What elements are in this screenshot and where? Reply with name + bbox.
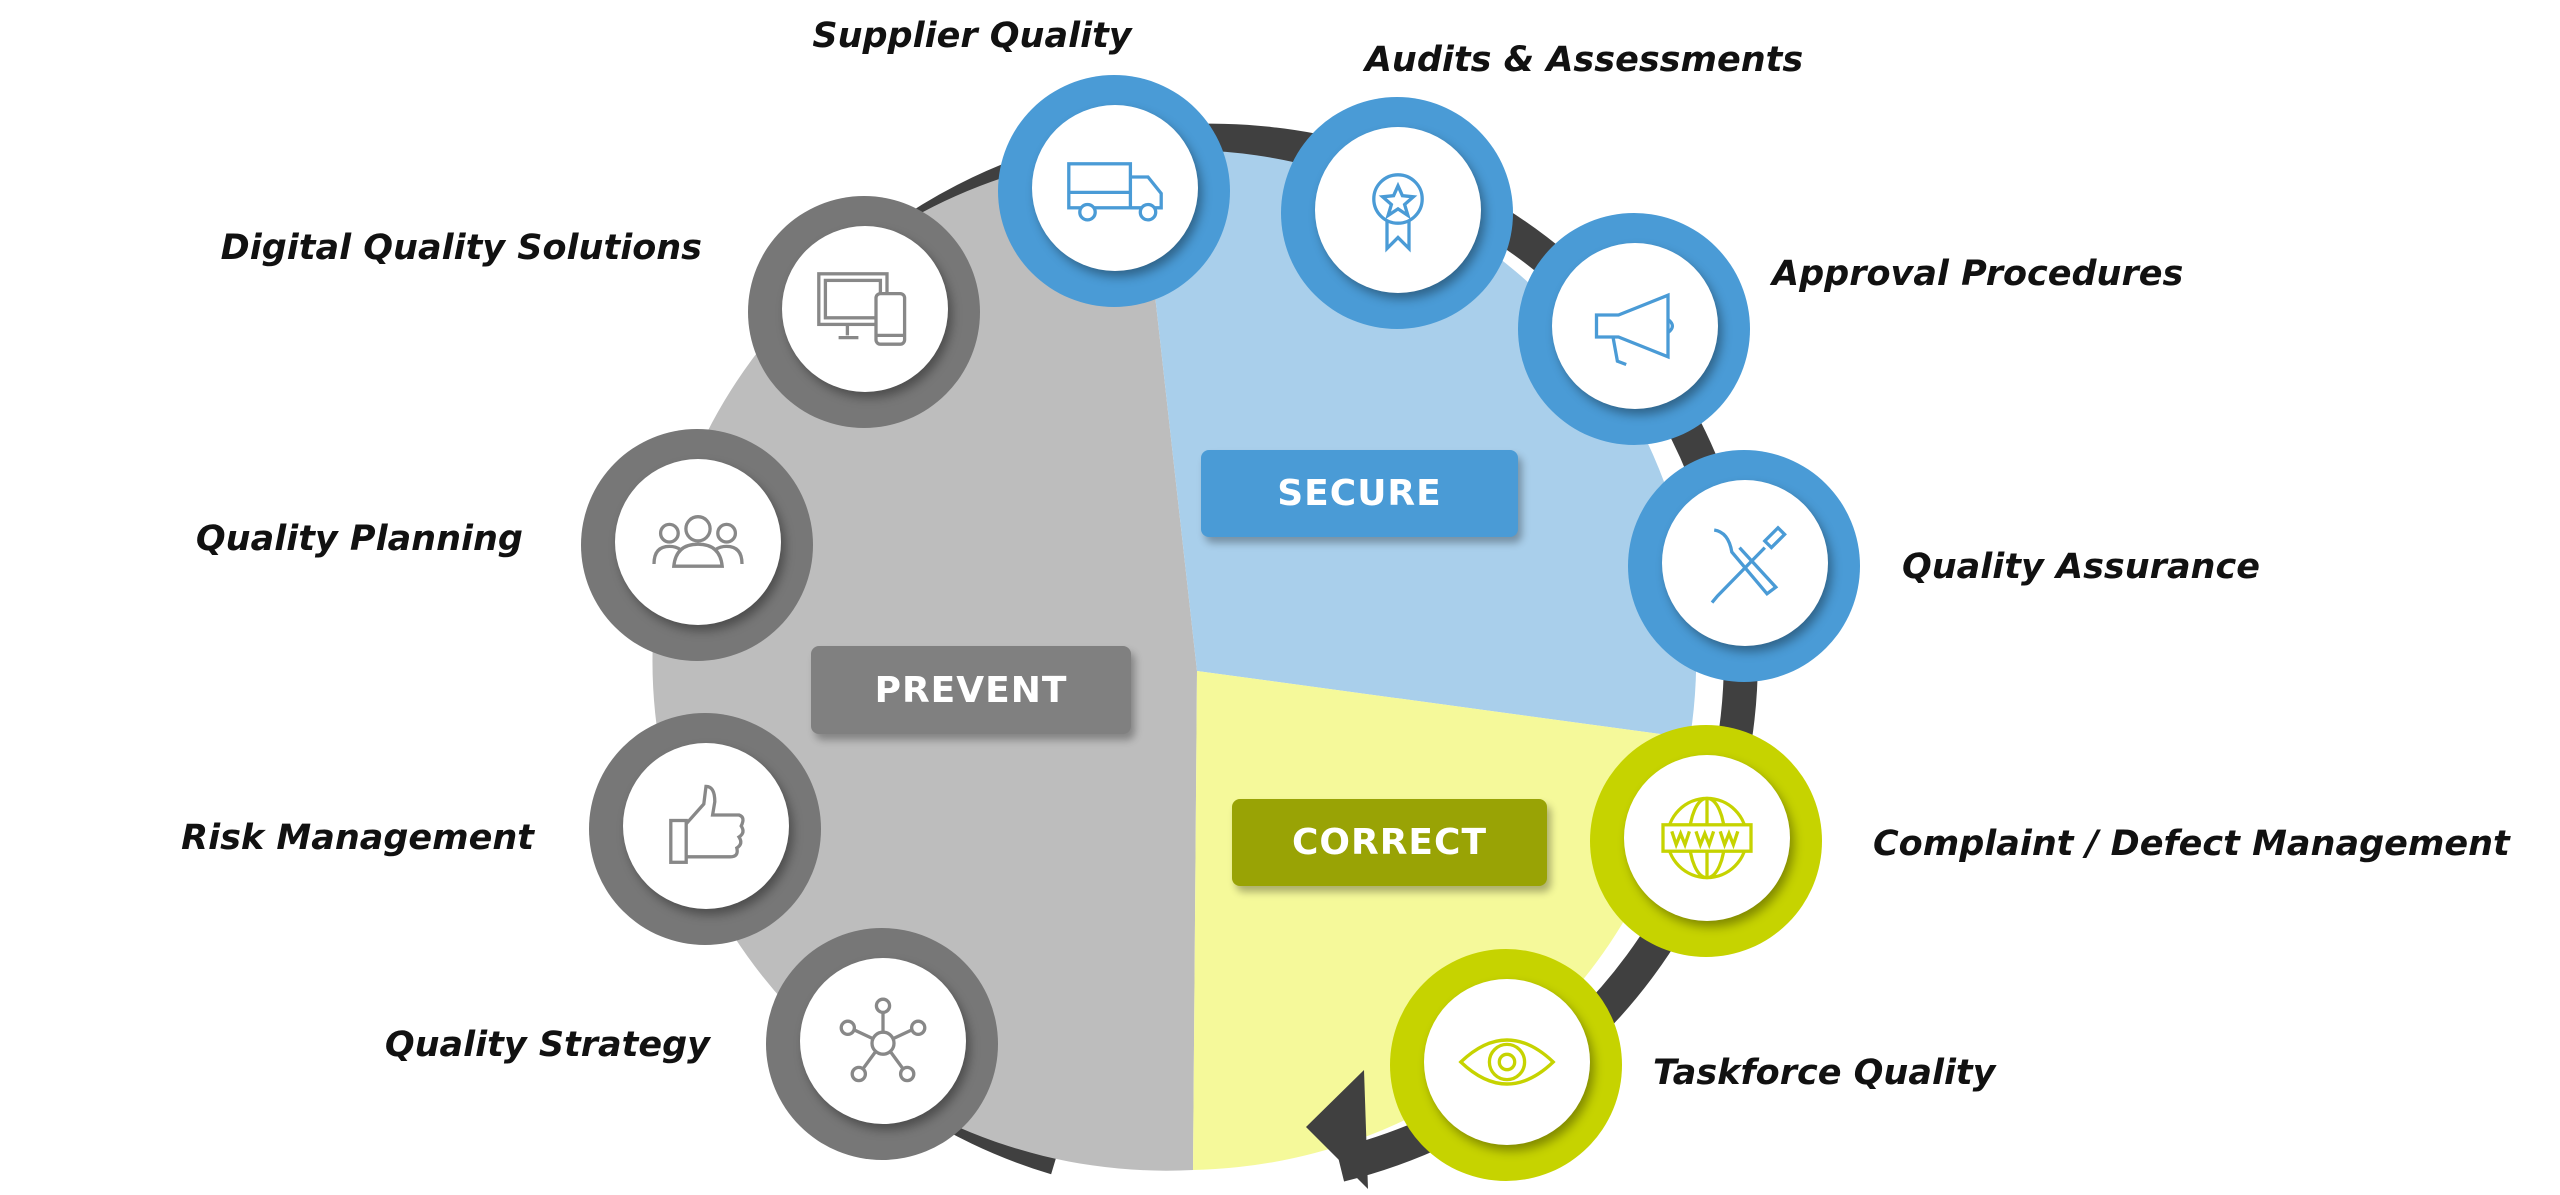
megaphone-icon: [1594, 292, 1675, 367]
node-complaint-defect-management: [1590, 725, 1822, 957]
eye-icon: [1458, 1038, 1556, 1086]
secure-segment: [1139, 150, 1697, 738]
node-supplier-quality: [998, 75, 1230, 307]
team-icon: [652, 515, 744, 568]
label-supplier-quality: Supplier Quality: [812, 16, 1132, 56]
cycle-arrowhead: [1306, 1070, 1368, 1189]
correct-label: CORRECT: [1291, 822, 1488, 863]
award-badge-icon: [1372, 173, 1424, 253]
tools-icon: [1710, 525, 1787, 604]
node-taskforce-quality: [1390, 949, 1622, 1181]
node-approval-procedures: [1518, 213, 1750, 445]
correct-label-box: CORRECT: [1232, 799, 1547, 886]
node-risk-management: [589, 713, 821, 945]
label-risk-management: Risk Management: [181, 818, 534, 858]
truck-icon: [1067, 162, 1163, 222]
label-quality-assurance: Quality Assurance: [1902, 547, 2260, 587]
secure-label: SECURE: [1277, 473, 1442, 514]
label-quality-planning: Quality Planning: [195, 519, 523, 559]
thumbs-up-icon: [669, 784, 745, 864]
correct-segment: [1193, 671, 1690, 1170]
label-complaint-defect-management: Complaint / Defect Management: [1873, 824, 2510, 864]
label-digital-quality-solutions: Digital Quality Solutions: [220, 228, 702, 268]
label-approval-procedures: Approval Procedures: [1772, 254, 2184, 294]
secure-label-box: SECURE: [1201, 450, 1518, 537]
prevent-label: PREVENT: [874, 669, 1068, 711]
node-digital-quality-solutions: [748, 196, 980, 428]
devices-icon: [817, 272, 907, 346]
label-taskforce-quality: Taskforce Quality: [1653, 1053, 1996, 1093]
network-icon: [839, 997, 927, 1083]
node-quality-planning: [581, 429, 813, 661]
node-audits-assessments: [1281, 97, 1513, 329]
node-quality-strategy: [766, 928, 998, 1160]
node-quality-assurance: [1628, 450, 1860, 682]
label-audits-assessments: Audits & Assessments: [1364, 40, 1804, 80]
globe-www-icon: [1661, 796, 1753, 880]
label-quality-strategy: Quality Strategy: [384, 1025, 710, 1065]
prevent-label-box: PREVENT: [811, 646, 1131, 734]
